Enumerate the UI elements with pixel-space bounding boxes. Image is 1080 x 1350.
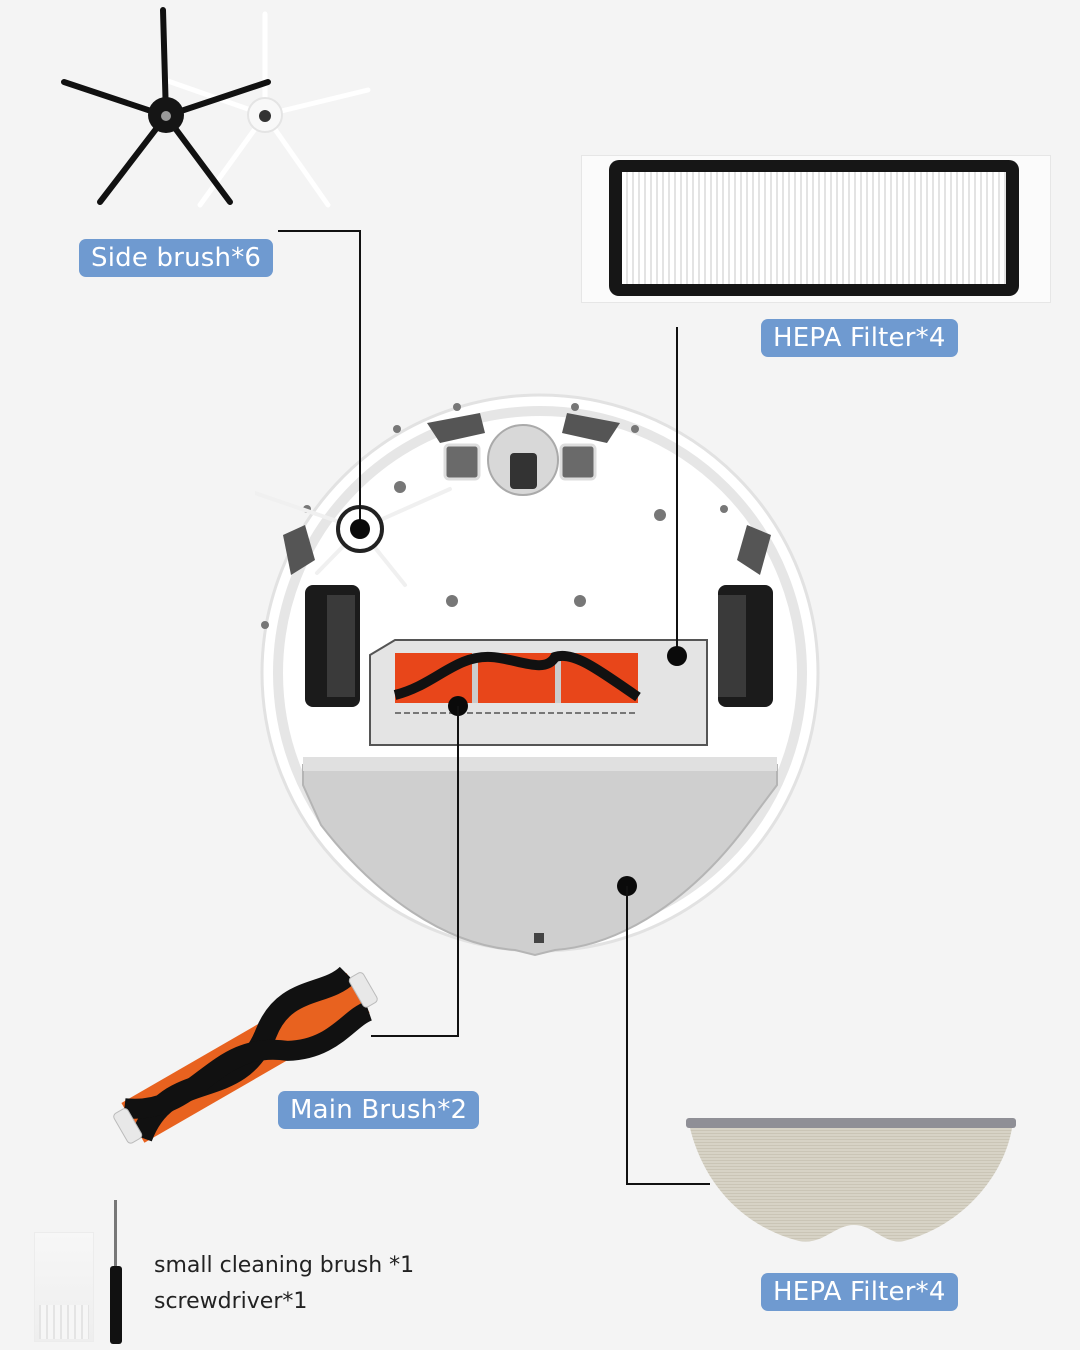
- hepa-filter-pleats: [622, 172, 1006, 284]
- robot-vacuum-image: [255, 393, 820, 957]
- accessory-note-cleaning-brush: small cleaning brush *1: [154, 1253, 415, 1278]
- side-brush-marker-dot: [350, 519, 370, 539]
- hepa-filter-label-top: HEPA Filter*4: [761, 319, 958, 357]
- mop-leader-v: [626, 886, 628, 1185]
- side-brush-image: [61, 7, 371, 208]
- cleaning-brush-bristles: [39, 1305, 89, 1339]
- hepa-filter-leader-v: [676, 327, 678, 657]
- accessory-note-screwdriver: screwdriver*1: [154, 1289, 308, 1314]
- side-brush-white-icon: [162, 11, 371, 208]
- hepa-filter-image: [581, 155, 1051, 303]
- main-brush-leader-v: [457, 706, 459, 1037]
- side-brush-black-icon: [61, 7, 271, 205]
- hepa-filter-label-bottom: HEPA Filter*4: [761, 1273, 958, 1311]
- screwdriver-image: [110, 1200, 122, 1345]
- mop-pad-image: [686, 1118, 1016, 1242]
- main-brush-leader-h: [371, 1035, 459, 1037]
- mop-leader-h: [626, 1183, 710, 1185]
- cleaning-brush-image: [34, 1232, 94, 1342]
- side-brush-leader-v: [359, 230, 361, 530]
- main-brush-image: [113, 966, 378, 1144]
- side-brush-label: Side brush*6: [79, 239, 274, 277]
- screwdriver-handle: [110, 1266, 122, 1344]
- hepa-filter-marker-dot: [667, 646, 687, 666]
- screwdriver-shaft: [114, 1200, 117, 1270]
- main-brush-label: Main Brush*2: [278, 1091, 480, 1129]
- side-brush-leader-h: [278, 230, 361, 232]
